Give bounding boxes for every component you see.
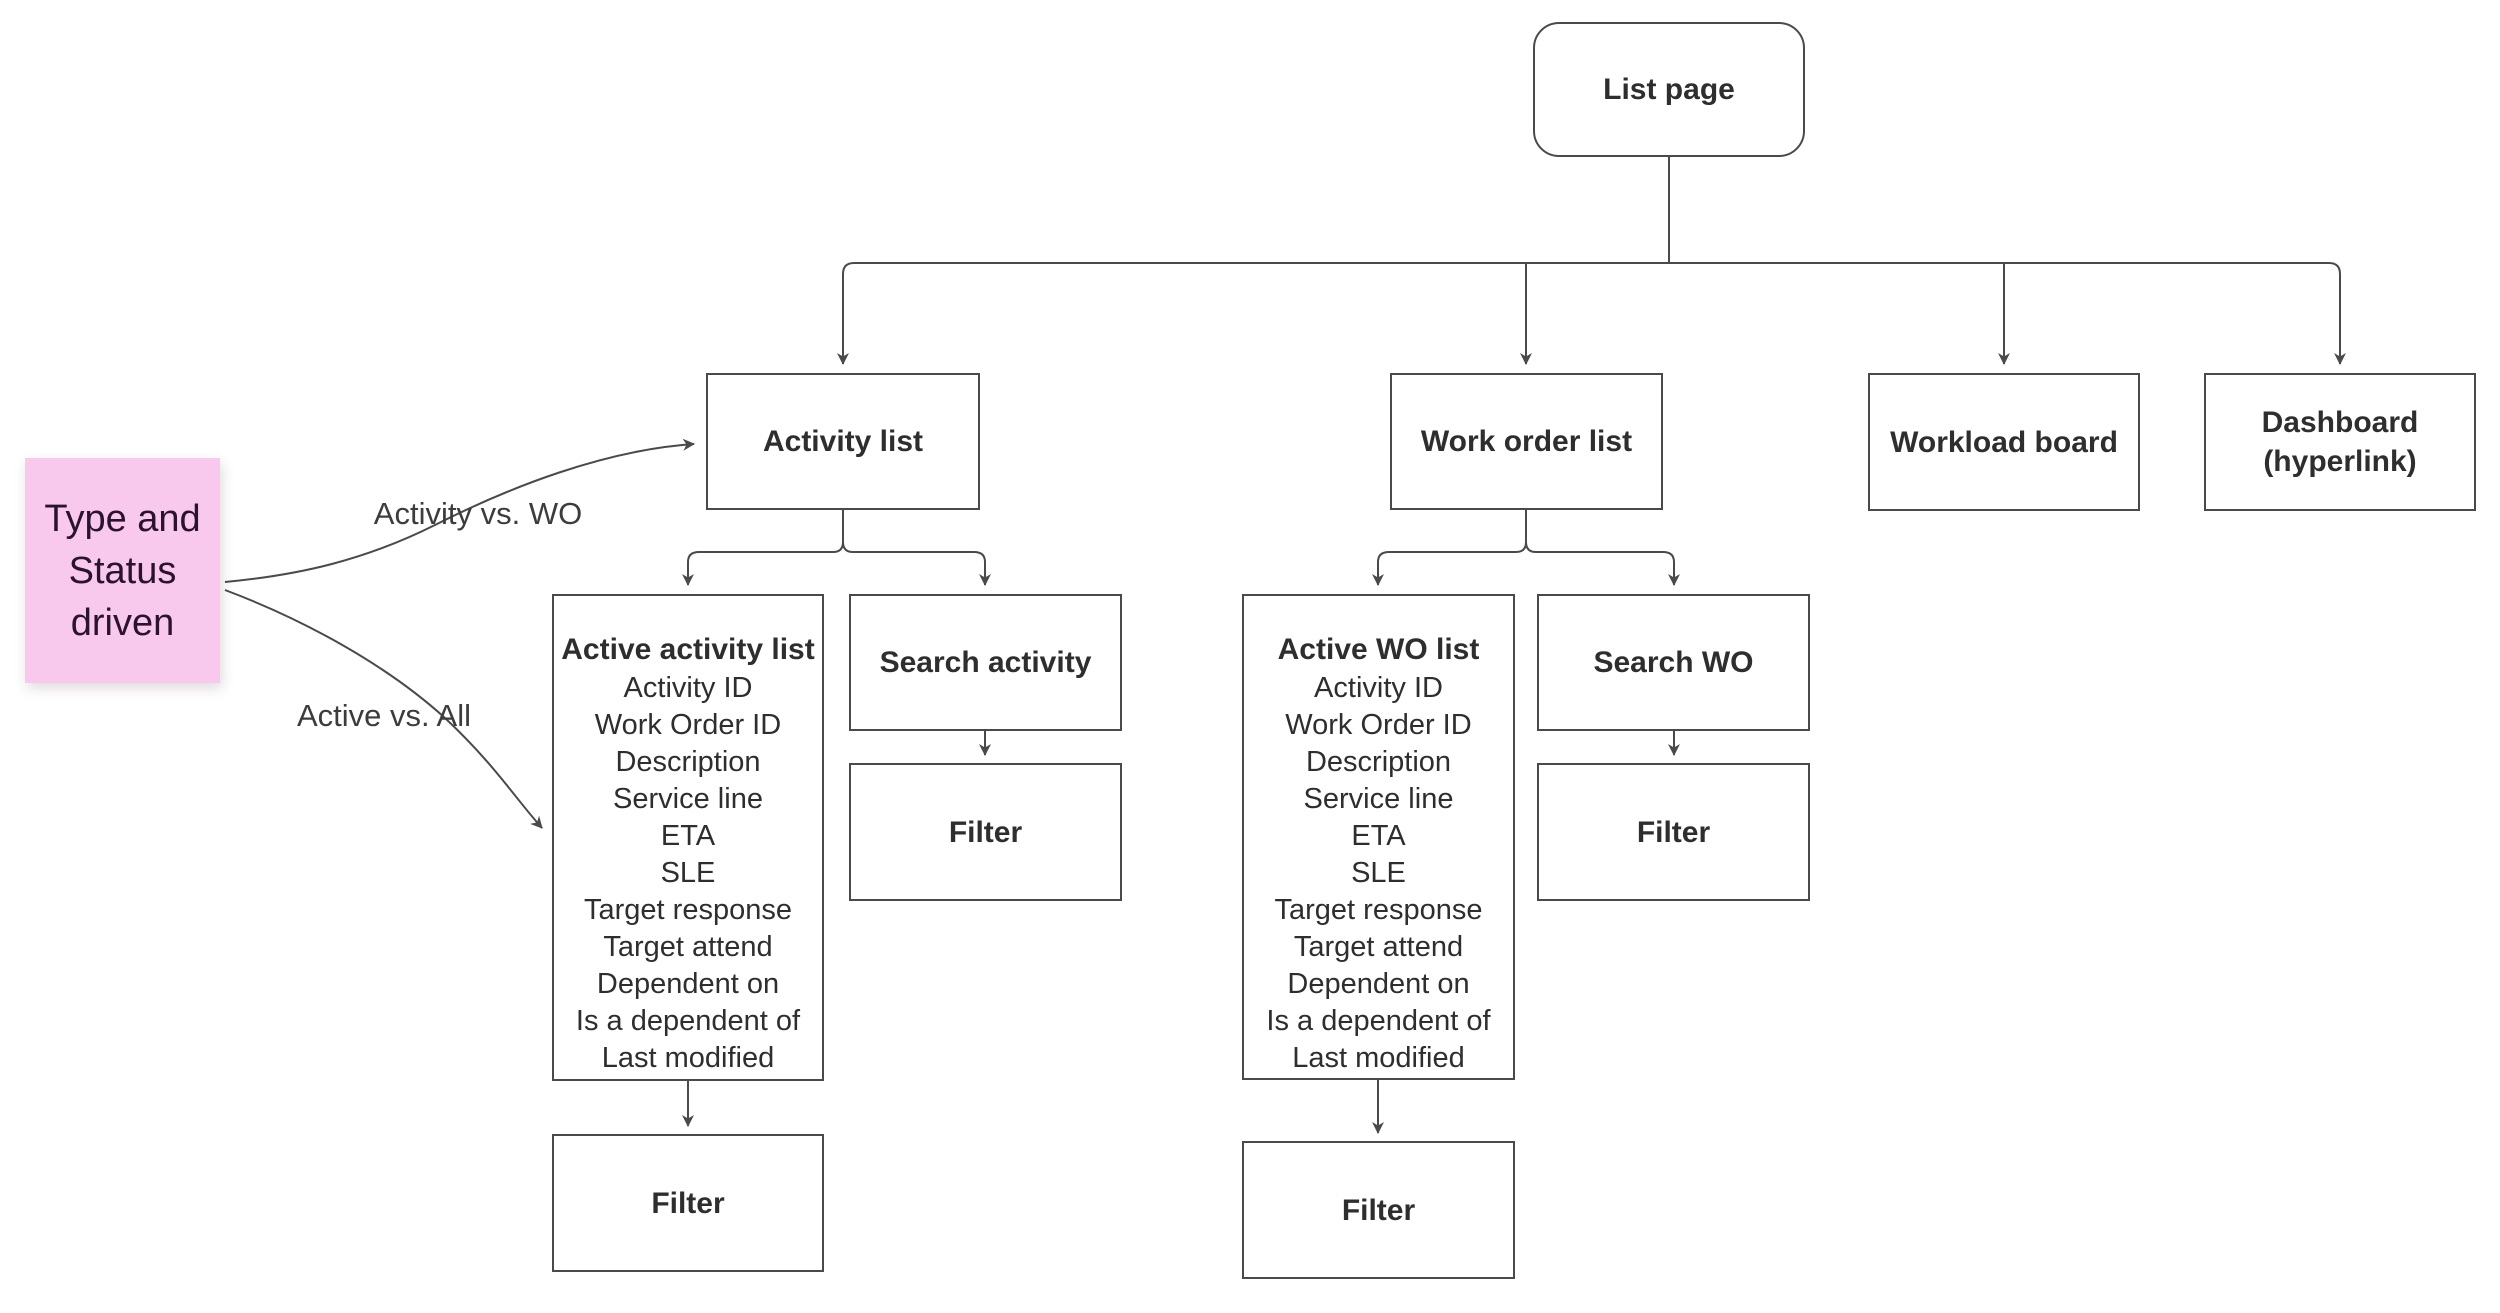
field-item: ETA <box>660 820 716 852</box>
node-filter-active-wo[interactable]: Filter <box>1242 1141 1515 1279</box>
field-item: Work Order ID <box>1285 709 1472 741</box>
node-active-wo-list-title: Active WO list <box>1277 633 1480 666</box>
field-item: Dependent on <box>1287 968 1470 1000</box>
node-list-page[interactable]: List page <box>1533 22 1805 157</box>
node-work-order-list-label: Work order list <box>1420 425 1633 458</box>
field-item: Service line <box>1303 783 1454 815</box>
node-search-wo[interactable]: Search WO <box>1537 594 1810 731</box>
connector-trunk-horizontal <box>842 262 2341 275</box>
filter-label: Filter <box>651 1186 725 1220</box>
field-item: Target attend <box>603 931 773 963</box>
node-search-wo-label: Search WO <box>1593 646 1754 679</box>
sticky-note[interactable]: Type and Status driven <box>25 458 220 683</box>
node-activity-list[interactable]: Activity list <box>706 373 980 510</box>
node-dashboard-label: Dashboard (hyperlink) <box>2261 406 2419 478</box>
edge-label-activity-vs-wo: Activity vs. WO <box>373 496 583 531</box>
field-item: Target response <box>1274 894 1483 926</box>
connector-activity-split-left <box>682 510 844 586</box>
filter-label: Filter <box>948 815 1023 849</box>
node-search-activity-label: Search activity <box>879 646 1092 679</box>
field-item: Last modified <box>1292 1042 1465 1074</box>
field-item: Service line <box>613 783 763 815</box>
field-item: Target attend <box>1293 931 1464 963</box>
node-filter-search-activity[interactable]: Filter <box>849 763 1122 901</box>
field-item: Is a dependent of <box>1266 1005 1491 1037</box>
node-activity-list-label: Activity list <box>762 425 924 458</box>
field-item: Last modified <box>601 1042 775 1074</box>
connector-activity-split-right <box>842 510 991 586</box>
node-workload-board-label: Workload board <box>1890 425 2118 459</box>
field-item: Activity ID <box>1314 672 1443 704</box>
node-filter-search-wo[interactable]: Filter <box>1537 763 1810 901</box>
node-search-activity[interactable]: Search activity <box>849 594 1122 731</box>
node-workload-board[interactable]: Workload board <box>1868 373 2140 511</box>
sticky-note-text: Type and Status driven <box>44 497 201 644</box>
node-active-activity-list[interactable]: Active activity list Activity ID Work Ord… <box>552 594 824 1081</box>
node-work-order-list[interactable]: Work order list <box>1390 373 1663 510</box>
field-item: SLE <box>1351 857 1406 889</box>
edge-active-vs-all <box>224 589 543 829</box>
node-dashboard-hyperlink[interactable]: Dashboard (hyperlink) <box>2204 373 2476 511</box>
node-list-page-label: List page <box>1603 73 1735 106</box>
filter-label: Filter <box>1341 1193 1416 1227</box>
connector-wo-split-left <box>1372 510 1527 586</box>
edge-label-active-vs-all: Active vs. All <box>297 698 471 733</box>
field-item: Is a dependent of <box>575 1005 801 1037</box>
node-active-activity-list-title: Active activity list <box>561 633 815 666</box>
filter-label: Filter <box>1636 815 1711 849</box>
edge-activity-vs-wo <box>224 438 695 583</box>
field-item: SLE <box>660 857 716 889</box>
field-item: Description <box>615 746 761 778</box>
field-item: Target response <box>584 894 792 926</box>
field-item: Work Order ID <box>594 709 782 741</box>
node-filter-active-activity[interactable]: Filter <box>552 1134 824 1272</box>
field-item: Dependent on <box>596 968 780 1000</box>
node-active-wo-list[interactable]: Active WO list Activity ID Work Order ID D… <box>1242 594 1515 1080</box>
field-item: Activity ID <box>623 672 753 704</box>
connector-wo-split-right <box>1525 510 1680 586</box>
field-item: ETA <box>1351 820 1406 852</box>
field-item: Description <box>1305 746 1452 778</box>
